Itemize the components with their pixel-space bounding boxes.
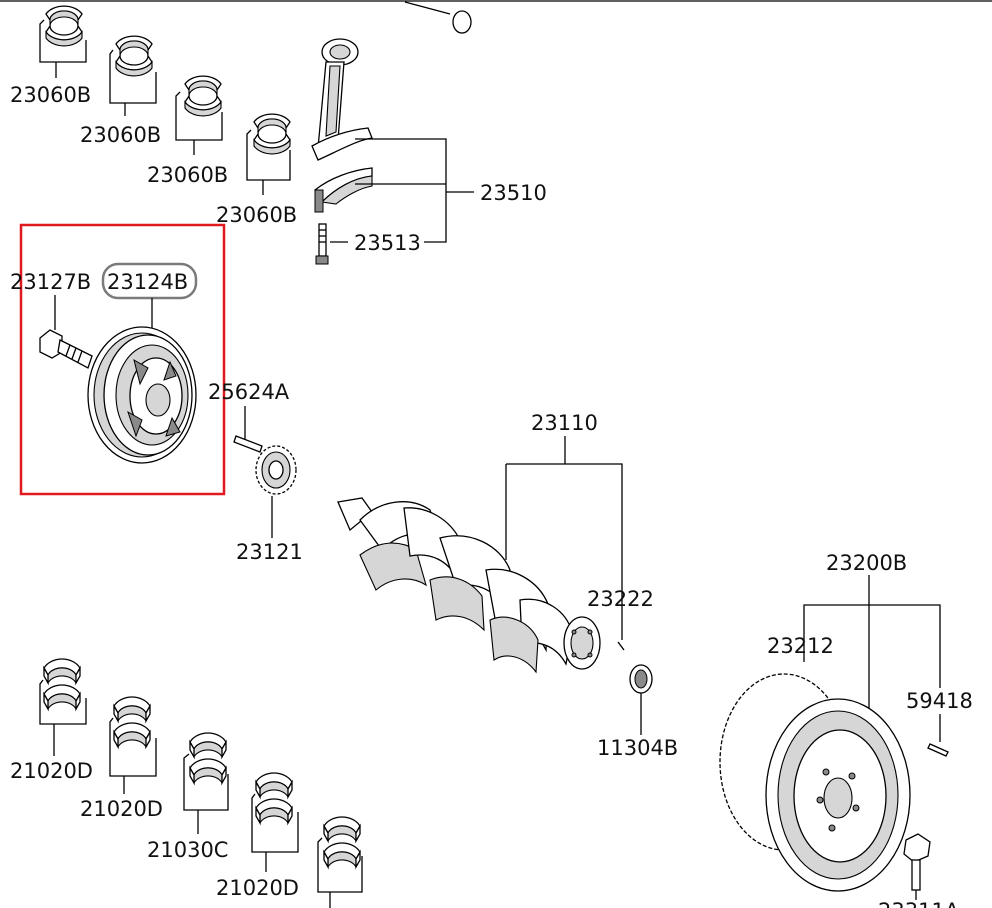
- part-label-23060b-2[interactable]: 23060B: [80, 123, 161, 147]
- part-label-21020d-1[interactable]: 21020D: [10, 759, 93, 783]
- connecting-rod-bolt: [315, 223, 348, 265]
- part-label-23127b[interactable]: 23127B: [10, 270, 91, 294]
- upper-bearing-4: [246, 113, 291, 195]
- oil-seal: [629, 664, 653, 735]
- part-label-11304b[interactable]: 11304B: [597, 736, 678, 760]
- part-label-21020d-3[interactable]: 21020D: [216, 876, 299, 900]
- pilot-pin: [617, 641, 625, 651]
- dowel-pin: [927, 714, 949, 757]
- damper-pulley: [87, 262, 198, 464]
- selection-highlight-box: [19, 223, 226, 496]
- top-partial-part: [404, 1, 472, 34]
- part-label-23513[interactable]: 23513: [354, 231, 421, 255]
- lower-bearing-1: [39, 658, 87, 756]
- part-label-23060b-3[interactable]: 23060B: [147, 163, 228, 187]
- upper-bearing-1: [39, 5, 87, 78]
- part-label-23510[interactable]: 23510: [480, 181, 547, 205]
- part-label-59418[interactable]: 59418: [906, 689, 973, 713]
- key-part: [233, 406, 263, 453]
- part-label-25624a[interactable]: 25624A: [208, 380, 290, 404]
- upper-bearing-3: [175, 75, 223, 155]
- part-label-23311a[interactable]: 23311A: [878, 899, 960, 908]
- crankshaft: [337, 436, 623, 674]
- part-number-oval: [101, 262, 198, 300]
- part-label-23124b[interactable]: 23124B: [107, 270, 188, 294]
- connecting-rod: [311, 38, 474, 243]
- part-label-23200b[interactable]: 23200B: [826, 551, 907, 575]
- part-label-21020d-2[interactable]: 21020D: [80, 797, 163, 821]
- part-label-21030c[interactable]: 21030C: [147, 838, 228, 862]
- pulley-bolt: [39, 295, 93, 369]
- upper-bearing-2: [109, 35, 157, 116]
- flywheel-bolt: [903, 833, 931, 900]
- lower-bearing-2: [109, 696, 157, 794]
- part-label-23212[interactable]: 23212: [767, 634, 834, 658]
- flywheel: [719, 575, 941, 892]
- part-label-23060b-1[interactable]: 23060B: [10, 83, 91, 107]
- crank-sprocket: [255, 445, 297, 538]
- part-label-23222[interactable]: 23222: [587, 587, 654, 611]
- lower-bearing-4: [251, 772, 299, 872]
- part-label-23110[interactable]: 23110: [531, 411, 598, 435]
- part-label-23121[interactable]: 23121: [236, 540, 303, 564]
- lower-bearing-5: [317, 816, 363, 908]
- lower-bearing-3: [183, 732, 229, 834]
- part-label-23060b-4[interactable]: 23060B: [216, 203, 297, 227]
